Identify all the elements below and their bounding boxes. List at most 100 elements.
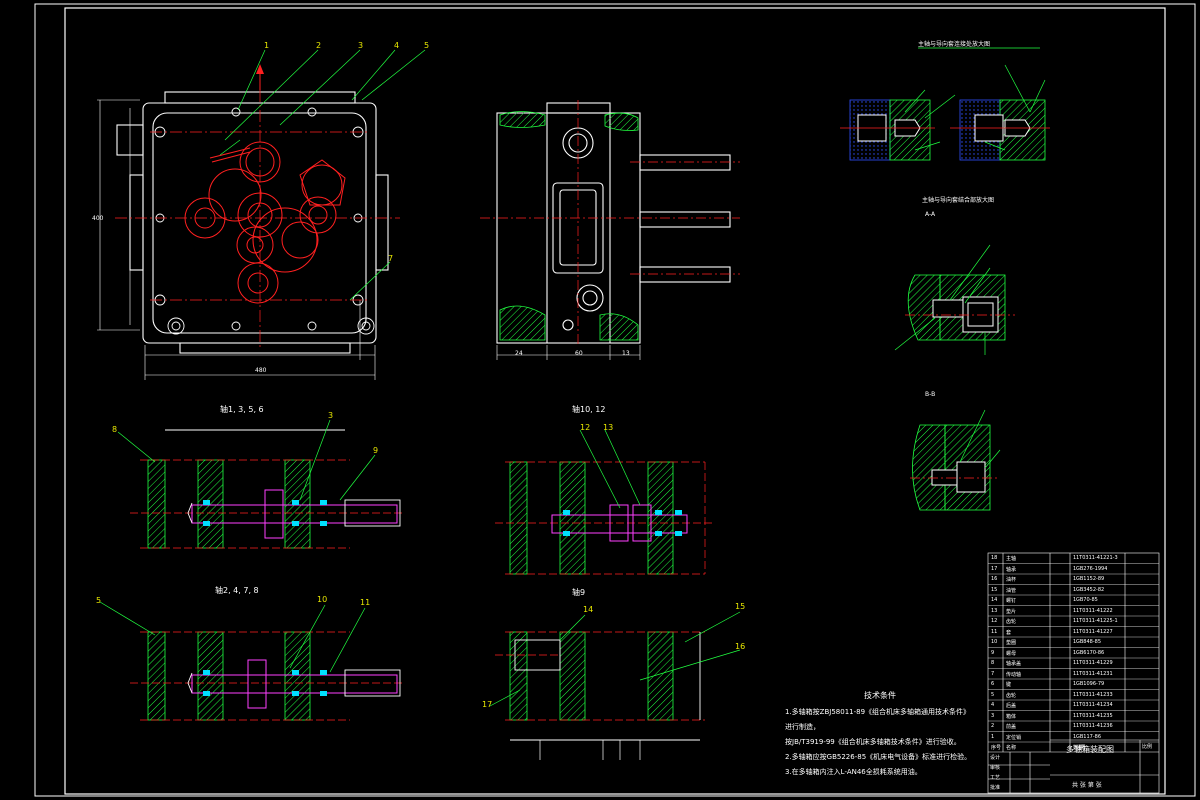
detail-a-a xyxy=(894,244,1015,355)
title-block-label: 工艺 xyxy=(990,775,1001,781)
bom-name: 油管 xyxy=(1006,587,1017,594)
bom-code: 1T0311-41225-1 xyxy=(1076,618,1118,624)
callout-4: 4 xyxy=(394,41,400,50)
bom-header: 序号名称 数量代号 xyxy=(988,742,1159,753)
detail-title-b-b: B-B xyxy=(925,391,936,398)
bom-no: 14 xyxy=(991,597,998,603)
bom-code: 1T0311-41229 xyxy=(1076,660,1113,666)
bom-header-no: 序号 xyxy=(991,745,1002,751)
section-title-shaft-3: 轴2, 4, 7, 8 xyxy=(215,586,259,595)
bom-qty: 1 xyxy=(1073,565,1077,572)
callout-3: 3 xyxy=(358,41,364,50)
bom-name: 轴承盖 xyxy=(1006,661,1022,667)
technical-requirements-heading: 技术条件 xyxy=(864,691,896,700)
bom-code: GB117-86 xyxy=(1076,733,1102,740)
bom-no: 18 xyxy=(991,555,998,561)
bom-no: 10 xyxy=(991,639,998,645)
bom-qty: 1 xyxy=(1073,660,1077,666)
bom-qty: 1 xyxy=(1073,733,1077,740)
bom-qty: 1 xyxy=(1073,723,1077,729)
bom-name: 轴承 xyxy=(1006,566,1017,573)
callout-s3-11: 11 xyxy=(360,598,371,607)
callout-s4-14: 14 xyxy=(583,605,594,614)
section-shaft-3 xyxy=(99,601,405,721)
section-title-shaft-1: 轴1, 3, 5, 6 xyxy=(220,405,264,414)
bom-qty: 1 xyxy=(1073,555,1077,561)
callout-s3-10: 10 xyxy=(317,595,328,604)
bom-no: 3 xyxy=(991,712,995,719)
bom-code: GB1152-89 xyxy=(1076,576,1105,582)
tech-item-2: 按JB/T3919-99《组合机床多轴箱技术条件》进行验收。 xyxy=(785,738,961,746)
bom-name: 后盖 xyxy=(1006,703,1017,709)
bom-no: 4 xyxy=(991,702,995,708)
bom-name: 箱体 xyxy=(1006,713,1017,720)
bom-name: 键 xyxy=(1006,682,1012,688)
technical-requirements: 技术条件 1.多轴箱按ZBJ58011-89《组合机床多轴箱通用技术条件》进行制… xyxy=(785,688,975,780)
front-view xyxy=(97,49,426,380)
callout-s4-17: 17 xyxy=(482,700,493,709)
bom-qty: 1 xyxy=(1073,681,1077,687)
bom-name: 垫圈 xyxy=(1006,640,1017,646)
bom-code: 1T0311-41234 xyxy=(1076,702,1113,708)
bom-name: 螺母 xyxy=(1006,650,1017,657)
section-shaft-4 xyxy=(489,611,741,760)
bom-name: 螺钉 xyxy=(1006,598,1017,604)
dim-side-c: 13 xyxy=(622,350,630,357)
bom-qty: 1 xyxy=(1073,586,1077,593)
bom-no: 16 xyxy=(991,576,998,582)
section-shaft-1 xyxy=(117,419,405,549)
bom-qty: 1 xyxy=(1073,649,1077,656)
bom-name: 齿轮 xyxy=(1006,692,1017,699)
bom-qty: 1 xyxy=(1073,628,1077,635)
bom-header-qty: 数量 xyxy=(1073,745,1084,751)
bom-code: GB848-85 xyxy=(1076,639,1102,645)
bom-header-name: 名称 xyxy=(1006,745,1017,751)
dim-front-height: 400 xyxy=(92,215,104,222)
bom-code: 1T0311-41233 xyxy=(1076,691,1113,698)
callout-s1-3: 3 xyxy=(328,411,334,420)
callout-s1-8: 8 xyxy=(112,425,118,434)
sheet-border xyxy=(34,3,1196,797)
bom-name: 传动轴 xyxy=(1006,671,1022,678)
bom-no: 17 xyxy=(991,565,998,572)
callout-s3-5: 5 xyxy=(96,596,102,605)
tech-item-4: 3.在多轴箱内注入L-AN46全损耗系统用油。 xyxy=(785,768,922,776)
callout-s4-16: 16 xyxy=(735,642,746,651)
bom-code: 1T0311-41221-3 xyxy=(1076,555,1118,561)
bom-no: 15 xyxy=(991,586,998,593)
bom-qty: 1 xyxy=(1073,702,1077,708)
bom-grid xyxy=(987,552,1160,794)
callout-s2-12: 12 xyxy=(580,423,591,432)
bom-no: 13 xyxy=(991,607,998,614)
callout-2: 2 xyxy=(316,41,322,50)
bom-name: 齿轮 xyxy=(1006,619,1017,625)
bom-name: 定位销 xyxy=(1006,734,1022,741)
callout-5: 5 xyxy=(424,41,430,50)
title-block-scale: 比例 xyxy=(1142,744,1153,750)
dim-side-a: 24 xyxy=(515,350,523,357)
bom-code: GB70-85 xyxy=(1076,597,1098,603)
bom-qty: 1 xyxy=(1073,670,1077,677)
bom-row-lines xyxy=(988,563,1159,743)
section-shaft-2 xyxy=(495,429,715,575)
bom-header-code: 代号 xyxy=(1076,745,1087,751)
title-block-sheet: 共 张 第 张 xyxy=(1072,782,1102,789)
bom-qty: 1 xyxy=(1073,607,1077,614)
bom-qty: 1 xyxy=(1073,712,1077,719)
detail-title-a-a: A-A xyxy=(925,211,936,218)
callout-s2-13: 13 xyxy=(603,423,614,432)
